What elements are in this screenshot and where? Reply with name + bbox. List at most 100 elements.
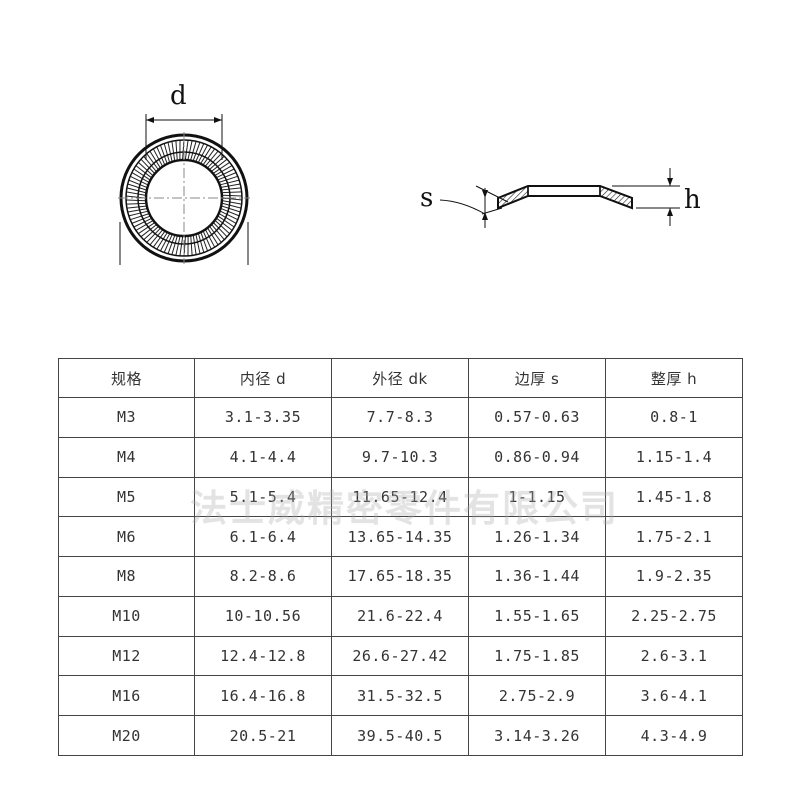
serration-line	[216, 218, 233, 231]
serration-line	[220, 210, 239, 221]
table-row: M16 16.4-16.8 31.5-32.5 2.75-2.9 3.6-4.1	[58, 675, 743, 717]
header-inner-diameter: 内径 d	[194, 358, 332, 398]
serration-line	[175, 140, 178, 160]
serration-line	[140, 158, 155, 174]
washer-top-view: d	[118, 81, 250, 265]
cell-edge-thickness: 1.36-1.44	[468, 556, 606, 597]
serration-line	[126, 205, 146, 209]
serration-line	[215, 220, 231, 235]
serration-line	[222, 187, 242, 191]
serration-line	[156, 232, 168, 250]
serration-line	[126, 187, 146, 194]
cell-edge-thickness: 0.57-0.63	[468, 397, 606, 438]
serration-line	[167, 142, 173, 162]
cell-inner-diameter: 6.1-6.4	[194, 516, 332, 558]
serration-line	[213, 222, 228, 238]
cell-outer-diameter: 26.6-27.42	[331, 635, 469, 677]
cell-outer-diameter: 7.7-8.3	[331, 397, 469, 438]
serration-line	[133, 168, 150, 181]
serration-line	[198, 144, 209, 163]
cell-outer-diameter: 11.65-12.4	[331, 476, 469, 518]
serration-line	[149, 150, 161, 168]
serration-line	[152, 148, 163, 166]
serration-line	[207, 153, 222, 168]
header-outer-diameter: 外径 dk	[331, 358, 469, 398]
serration-line	[207, 228, 219, 246]
serration-line	[175, 236, 181, 256]
cell-size: M12	[58, 635, 195, 677]
cell-outer-diameter: 21.6-22.4	[331, 595, 469, 637]
serration-line	[171, 141, 176, 161]
serration-line	[195, 143, 205, 162]
cell-edge-thickness: 2.75-2.9	[468, 675, 606, 717]
height-label: h	[684, 185, 701, 215]
serration-line	[218, 172, 237, 181]
table-header: 规格 内径 d 外径 dk 边厚 s 整厚 h	[58, 358, 743, 398]
serration-line	[184, 140, 189, 160]
table-row: M6 6.1-6.4 13.65-14.35 1.26-1.34 1.75-2.…	[58, 516, 743, 558]
cell-edge-thickness: 1.75-1.85	[468, 635, 606, 677]
table-body: M3 3.1-3.35 7.7-8.3 0.57-0.63 0.8-1 M4 4…	[58, 397, 743, 756]
table-row: M20 20.5-21 39.5-40.5 3.14-3.26 4.3-4.9	[58, 715, 743, 756]
cell-size: M10	[58, 595, 195, 637]
cell-total-height: 1.9-2.35	[605, 556, 743, 597]
serration-line	[200, 146, 212, 164]
cell-total-height: 2.6-3.1	[605, 635, 743, 677]
cell-edge-thickness: 1-1.15	[468, 476, 606, 518]
table-row: M5 5.1-5.4 11.65-12.4 1-1.15 1.45-1.8	[58, 476, 743, 518]
table-row: M12 12.4-12.8 26.6-27.42 1.75-1.85 2.6-3…	[58, 635, 743, 677]
serration-line	[167, 235, 176, 254]
cell-edge-thickness: 0.86-0.94	[468, 436, 606, 478]
cell-total-height: 1.15-1.4	[605, 436, 743, 478]
serration-line	[190, 141, 197, 160]
serration-line	[126, 202, 146, 205]
serration-line	[159, 144, 168, 164]
serration-line	[200, 232, 209, 252]
cell-outer-diameter: 13.65-14.35	[331, 516, 469, 558]
serration-line	[130, 213, 149, 221]
cell-size: M16	[58, 675, 195, 717]
serration-line	[171, 236, 178, 255]
cell-inner-diameter: 10-10.56	[194, 595, 332, 637]
serration-line	[211, 224, 225, 241]
cell-total-height: 0.8-1	[605, 397, 743, 438]
serration-line	[222, 194, 243, 197]
cell-size: M8	[58, 556, 195, 597]
serration-line	[205, 150, 219, 167]
cell-size: M6	[58, 516, 195, 558]
cell-size: M5	[58, 476, 195, 518]
serration-line	[221, 208, 240, 217]
serration-line	[219, 213, 237, 224]
cell-edge-thickness: 1.26-1.34	[468, 516, 606, 558]
cell-size: M20	[58, 715, 195, 756]
serration-line	[163, 234, 173, 253]
serration-line	[218, 215, 235, 228]
serration-line	[187, 140, 193, 160]
table-row: M8 8.2-8.6 17.65-18.35 1.36-1.44 1.9-2.3…	[58, 556, 743, 597]
serration-line	[220, 179, 240, 186]
cell-edge-thickness: 3.14-3.26	[468, 715, 606, 756]
serration-line	[195, 234, 201, 254]
serration-line	[222, 200, 242, 205]
serration-line	[159, 233, 170, 252]
diameter-label: d	[170, 81, 187, 111]
serration-line	[203, 148, 216, 165]
serration-line	[221, 183, 241, 188]
cell-total-height: 4.3-4.9	[605, 715, 743, 756]
serration-line	[127, 208, 147, 213]
serration-line	[126, 191, 146, 196]
serration-line	[156, 146, 165, 165]
cell-inner-diameter: 12.4-12.8	[194, 635, 332, 677]
table-row: M3 3.1-3.35 7.7-8.3 0.57-0.63 0.8-1	[58, 397, 743, 438]
cell-total-height: 1.45-1.8	[605, 476, 743, 518]
washer-side-view: s h	[420, 168, 701, 228]
header-total-height: 整厚 h	[605, 358, 743, 398]
washer-serration	[125, 139, 243, 257]
cell-inner-diameter: 5.1-5.4	[194, 476, 332, 518]
serration-line	[135, 220, 153, 231]
header-row: 规格 内径 d 外径 dk 边厚 s 整厚 h	[58, 358, 743, 398]
serration-line	[221, 205, 241, 213]
header-size: 规格	[58, 358, 195, 398]
cell-inner-diameter: 4.1-4.4	[194, 436, 332, 478]
serration-line	[128, 179, 147, 188]
